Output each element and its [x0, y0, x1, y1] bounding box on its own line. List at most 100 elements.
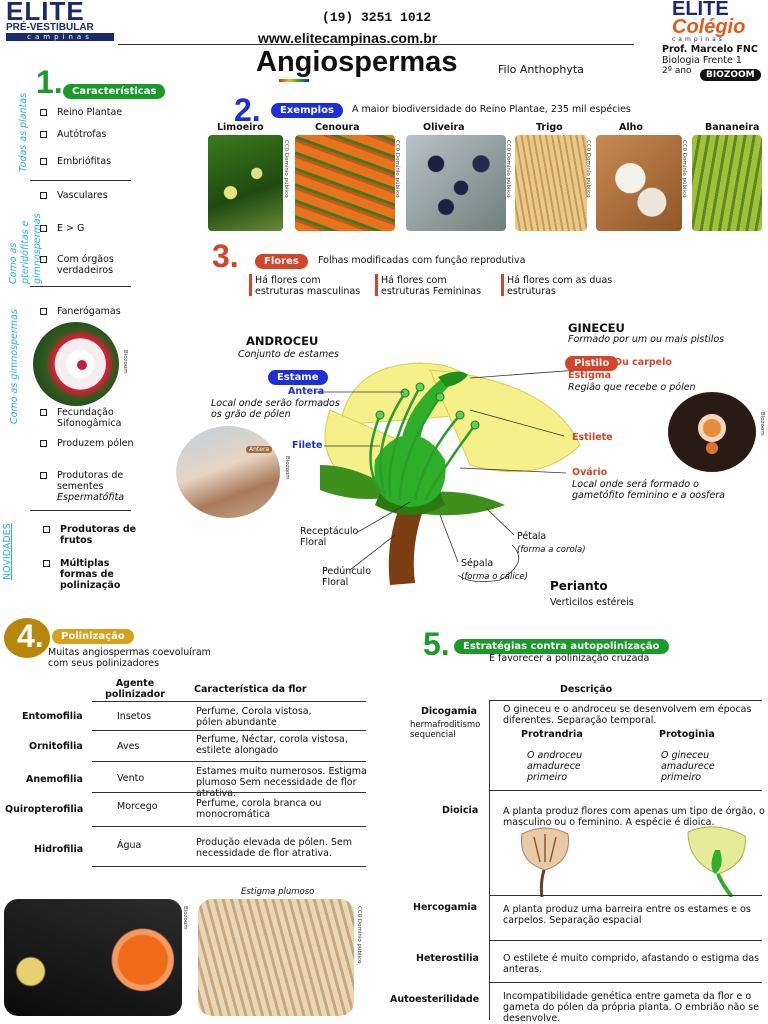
- ovario-label: Ovário: [572, 467, 608, 478]
- limoeiro-photo: [208, 135, 283, 231]
- pedicel: [388, 505, 425, 585]
- hibiscus-photo: [33, 322, 119, 406]
- pollination-agent: Morcego: [117, 801, 158, 812]
- strategy-name: Autoesterilidade: [390, 994, 480, 1005]
- page-title: Angiospermas: [256, 46, 458, 78]
- checkbox: [40, 409, 47, 416]
- strategy-desc: A planta produz uma barreira entre os es…: [503, 904, 751, 926]
- flower-type: Há flores com estruturas masculinas: [255, 275, 361, 297]
- section3-number: 3.: [212, 238, 239, 274]
- stamens: [369, 386, 477, 501]
- trait-item: Produtoras de sementes: [57, 470, 124, 492]
- pedunculo-label: Pedúnculo Floral: [322, 566, 372, 588]
- pollination-agent: Vento: [117, 773, 145, 784]
- table-rule: [490, 895, 762, 896]
- trait-item: E > G: [57, 223, 85, 234]
- strategy-desc: Incompatibilidade genética entre gameta …: [503, 991, 759, 1024]
- pollination-type: Entomofilia: [22, 711, 83, 722]
- logo-elite-right: ELITE: [672, 0, 729, 20]
- pollination-desc: Produção elevada de pólen. Sem necessida…: [196, 837, 353, 859]
- section3-pill: Flores: [255, 254, 308, 269]
- trigo-photo: [515, 135, 587, 231]
- strategy-name: Heterostilia: [416, 953, 479, 964]
- prof-name: Prof. Marcelo FNC: [662, 44, 758, 55]
- section5-pill: Estratégias contra autopolinização: [454, 639, 669, 654]
- checkbox: [40, 440, 47, 447]
- perianto-desc: Verticilos estéreis: [550, 597, 634, 608]
- protandria-title: Protrandria: [521, 729, 583, 740]
- table-rule: [92, 792, 366, 793]
- logo-campinas-right: campinas: [672, 36, 725, 43]
- photo-caption: Estigma plumoso: [241, 887, 315, 897]
- dioicia-illustration: [520, 826, 746, 897]
- antera-desc: Local onde serão formados os grão de pól…: [211, 398, 340, 420]
- section4-pill: Polinização: [52, 629, 134, 644]
- checkbox: [40, 131, 47, 138]
- table-rule: [92, 730, 366, 731]
- alho-photo: [596, 135, 682, 231]
- table-rule: [490, 790, 762, 791]
- petala-desc: (forma a corola): [517, 545, 586, 555]
- example-label: Limoeiro: [217, 122, 264, 133]
- strategy-subname: hermafroditismo sequencial: [410, 720, 481, 740]
- flower-type: Há flores com estruturas Femininas: [381, 275, 482, 297]
- checkbox: [40, 308, 47, 315]
- sepala-desc: (forma o cálice): [461, 572, 528, 582]
- trait-item: Reino Plantae: [57, 107, 123, 118]
- example-label: Cenoura: [315, 122, 360, 133]
- photo-credit: Biozoom: [759, 412, 765, 436]
- table-rule: [92, 701, 366, 702]
- checkbox: [40, 192, 47, 199]
- pollination-agent: Aves: [117, 741, 140, 752]
- perianto-label: Perianto: [550, 579, 608, 593]
- course-name: Biologia Frente 1: [662, 55, 742, 66]
- logo-prevest-text: PRÉ-VESTIBULAR: [6, 22, 94, 33]
- header-rule: [118, 44, 634, 45]
- antera-photo-tag: Antera: [246, 446, 273, 453]
- pampas-grass-photo: [198, 899, 354, 1016]
- elite-logo: ELITE PRÉ-VESTIBULAR campinas: [6, 0, 118, 44]
- section1-pill: Características: [63, 84, 166, 99]
- trait-item: Produzem pólen: [57, 438, 134, 449]
- trait-item: Autótrofas: [57, 129, 107, 140]
- section1-number: 1.: [36, 64, 63, 100]
- group-divider: [30, 286, 131, 287]
- th-characteristic: Característica da flor: [194, 684, 307, 695]
- estilete-label: Estilete: [572, 432, 613, 443]
- strategy-desc: O estilete é muito comprido, afastando o…: [503, 953, 760, 975]
- school-year: 2º ano: [662, 66, 692, 76]
- trait-item-note: Espermatófita: [57, 492, 125, 503]
- table-rule: [490, 940, 762, 941]
- androceu-title: ANDROCEU: [246, 334, 319, 348]
- th-description: Descrição: [560, 684, 613, 695]
- pollination-type: Hidrofilia: [34, 844, 84, 855]
- section4-badge: [4, 618, 50, 658]
- checkbox: [40, 472, 47, 479]
- example-label: Trigo: [536, 122, 563, 133]
- ou-carpelo-label: Ou carpelo: [614, 357, 672, 368]
- protoginia-title: Protoginia: [659, 729, 715, 740]
- sepala-label: Sépala: [461, 558, 494, 569]
- checkbox: [40, 109, 47, 116]
- pollination-type: Quiropterofilia: [5, 804, 84, 815]
- example-label: Alho: [619, 122, 643, 133]
- pollination-agent: Água: [117, 840, 142, 851]
- strategy-name: Hercogamia: [413, 902, 478, 913]
- group-divider: [30, 510, 131, 511]
- pollination-desc: Perfume, Corola vistosa, pólen abundante: [196, 706, 312, 728]
- checkbox: [40, 225, 47, 232]
- example-label: Bananeira: [705, 122, 760, 133]
- estigma-photo: [668, 392, 756, 472]
- trait-item: Fanerógamas: [57, 306, 121, 317]
- pollination-type: Anemofilia: [26, 774, 83, 785]
- trait-item: Produtoras de frutos: [60, 524, 137, 546]
- antera-photo: Antera: [176, 426, 280, 518]
- group-divider: [30, 180, 131, 181]
- receptaculo-label: Receptáculo Floral: [300, 526, 359, 548]
- website-url: www.elitecampinas.com.br: [258, 30, 438, 46]
- estigma-desc: Região que recebe o pólen: [568, 382, 696, 393]
- estigma-label: Estigma: [568, 370, 612, 381]
- protoginia-desc: O gineceu amadurece primeiro: [661, 750, 715, 783]
- checkbox: [43, 526, 50, 533]
- table-vertical-rule: [489, 700, 490, 1020]
